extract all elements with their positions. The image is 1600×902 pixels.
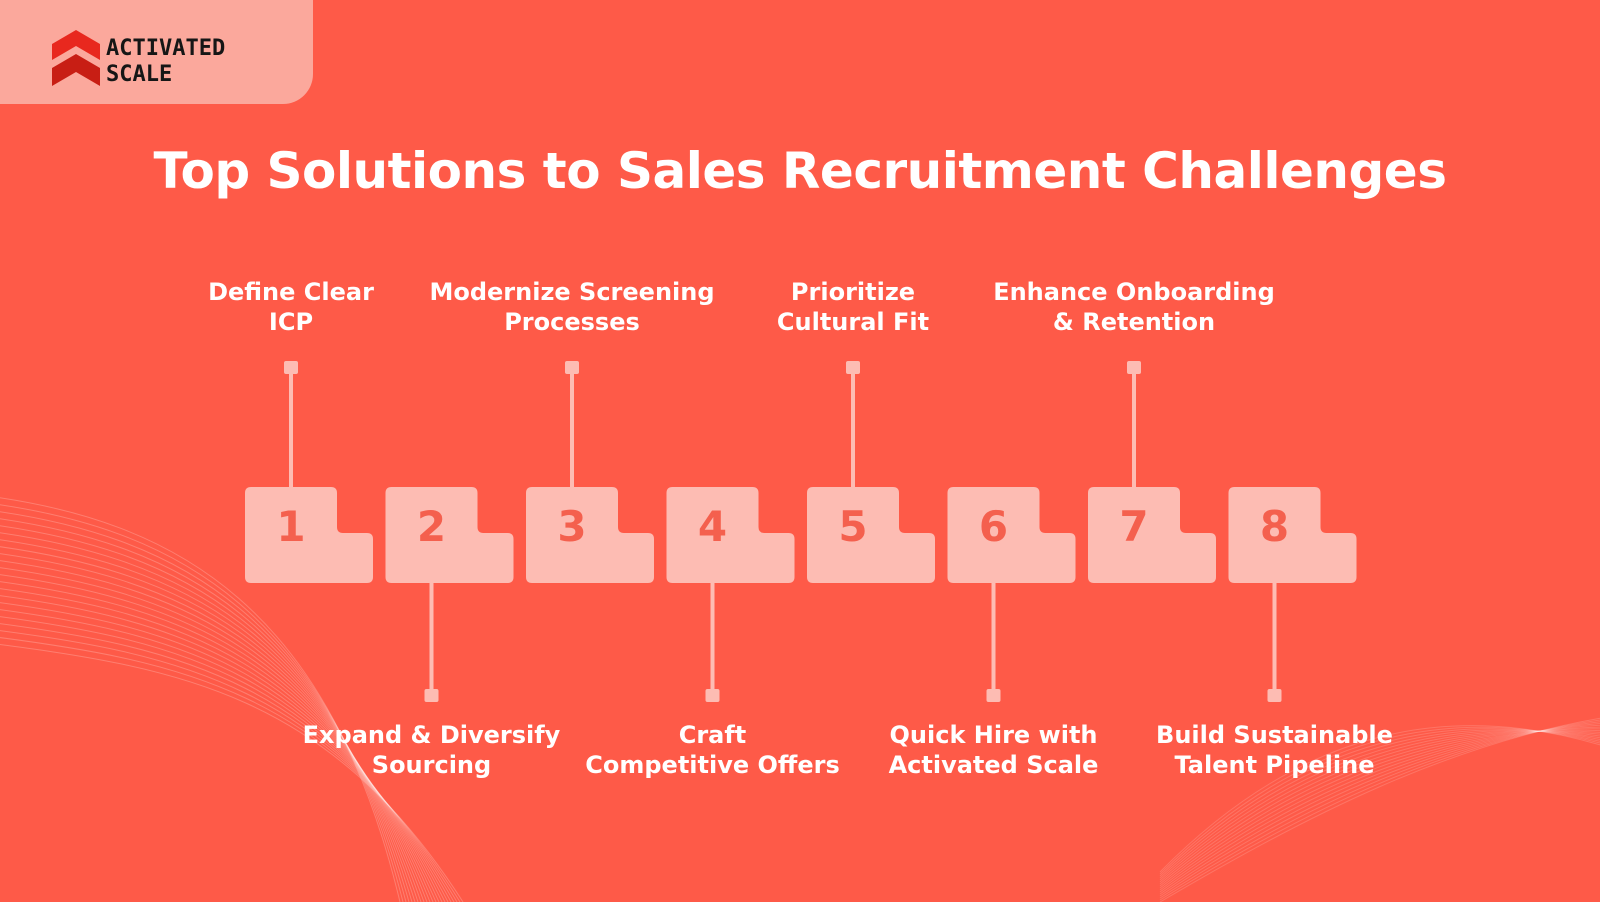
connector-cap (424, 689, 439, 702)
step-number: 1 (276, 502, 305, 551)
step-tile (666, 487, 795, 583)
step-7: 7 (1088, 361, 1216, 583)
step-tile (526, 487, 654, 583)
logo-panel: ACTIVATED SCALE (0, 0, 313, 104)
step-number: 5 (838, 502, 867, 551)
step-tile (1088, 487, 1216, 583)
step-tile (245, 487, 373, 583)
step-number: 3 (557, 502, 586, 551)
step-number: 8 (1260, 502, 1289, 551)
step-label-8: Build Sustainable Talent Pipeline (1156, 721, 1393, 779)
step-number: 2 (417, 502, 446, 551)
step-number: 7 (1119, 502, 1148, 551)
step-label-5: Prioritize Cultural Fit (776, 278, 930, 336)
step-3: 3 (526, 361, 654, 583)
brand-line-1: ACTIVATED (106, 36, 226, 61)
connector-cap (986, 689, 1001, 702)
step-1: 1 (245, 361, 373, 583)
step-6: 6 (947, 487, 1076, 702)
brand-line-2: SCALE (106, 62, 173, 87)
connector-cap (565, 361, 579, 374)
connector-cap (705, 689, 720, 702)
connector-cap (1127, 361, 1141, 374)
step-5: 5 (807, 361, 935, 583)
step-tile (807, 487, 935, 583)
connector-cap (1267, 689, 1282, 702)
step-label-2: Expand & Diversify Sourcing (302, 721, 561, 779)
step-label-7: Enhance Onboarding & Retention (993, 278, 1275, 336)
step-label-1: Define Clear ICP (208, 278, 374, 336)
step-label-4: Craft Competitive Offers (585, 721, 840, 779)
connector-cap (284, 361, 298, 374)
step-2: 2 (385, 487, 514, 702)
connector-cap (846, 361, 860, 374)
step-tile (1228, 487, 1357, 583)
step-number: 6 (979, 502, 1008, 551)
double-chevron-up-icon (52, 30, 100, 86)
step-number: 4 (698, 502, 727, 551)
step-tile (385, 487, 514, 583)
step-tile (947, 487, 1076, 583)
step-4: 4 (666, 487, 795, 702)
step-label-3: Modernize Screening Processes (429, 278, 715, 336)
page-title: Top Solutions to Sales Recruitment Chall… (153, 142, 1447, 200)
step-8: 8 (1228, 487, 1357, 702)
brand-name: ACTIVATED SCALE (106, 36, 225, 88)
step-label-6: Quick Hire with Activated Scale (888, 721, 1099, 779)
